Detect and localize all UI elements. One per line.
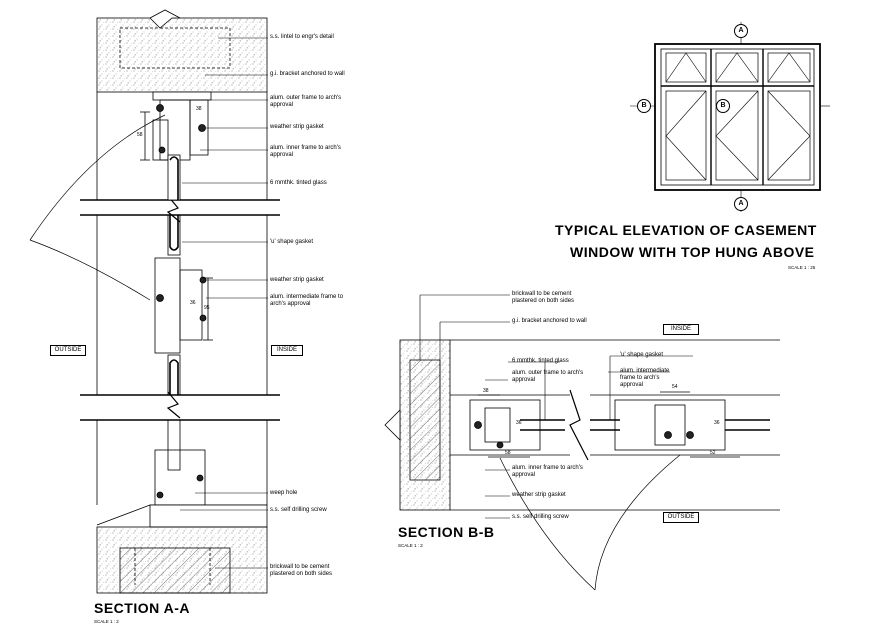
aa-callout-weep-hole: weep hole bbox=[270, 490, 298, 496]
section-b-b-inside-label: INSIDE bbox=[663, 324, 699, 335]
aa-callout-outer-frame: alum. outer frame to arch's approval bbox=[270, 95, 342, 108]
aa-dim-1: 58 bbox=[137, 132, 143, 138]
elevation-scale: SCALE 1 : 25 bbox=[788, 265, 816, 270]
bb-callout-u-gasket: 'u' shape gasket bbox=[620, 352, 663, 358]
bb-callout-tinted-glass: 6 mmthk. tinted glass bbox=[512, 358, 569, 364]
aa-callout-bracket: g.i. bracket anchored to wall bbox=[270, 71, 345, 77]
section-marker-b-right: B bbox=[716, 99, 730, 113]
section-marker-a-top: A bbox=[734, 24, 748, 38]
bb-dim-2: 36 bbox=[516, 420, 522, 426]
section-a-a-inside-label: INSIDE bbox=[271, 345, 303, 356]
aa-callout-tinted-glass: 6 mmthk. tinted glass bbox=[270, 180, 327, 186]
bb-callout-brickwall: brickwall to be cement plastered on both… bbox=[512, 291, 575, 304]
aa-dim-4: 95 bbox=[204, 305, 210, 311]
section-b-b-outside-label: OUTSIDE bbox=[663, 512, 699, 523]
bb-callout-intermediate-frame: alum. intermediate frame to arch's appro… bbox=[620, 368, 670, 388]
bb-callout-bracket: g.i. bracket anchored to wall bbox=[512, 318, 587, 324]
bb-callout-outer-frame: alum. outer frame to arch's approval bbox=[512, 370, 584, 383]
elevation-title-line2: WINDOW WITH TOP HUNG ABOVE bbox=[570, 244, 815, 260]
bb-dim-3: 58 bbox=[505, 450, 511, 456]
aa-callout-weather-gasket-2: weather strip gasket bbox=[270, 277, 324, 283]
bb-dim-6: 52 bbox=[710, 450, 716, 456]
section-b-b-scale: SCALE 1 : 2 bbox=[398, 543, 423, 548]
aa-callout-inner-frame: alum. inner frame to arch's approval bbox=[270, 145, 341, 158]
bb-dim-5: 36 bbox=[714, 420, 720, 426]
bb-callout-inner-frame: alum. inner frame to arch's approval bbox=[512, 465, 583, 478]
bb-callout-screw: s.s. self drilling screw bbox=[512, 514, 569, 520]
bb-callout-weather-gasket: weather strip gasket bbox=[512, 492, 566, 498]
section-marker-b-left: B bbox=[637, 99, 651, 113]
bb-dim-4: 54 bbox=[672, 384, 678, 390]
section-b-b-drawing bbox=[384, 339, 780, 591]
section-a-a-scale: SCALE 1 : 2 bbox=[94, 619, 119, 624]
section-b-b-leaders bbox=[419, 294, 693, 519]
section-a-a-drawing bbox=[29, 9, 280, 594]
aa-callout-lintel: s.s. lintel to engr's detail bbox=[270, 34, 334, 40]
aa-callout-intermediate-frame: alum. intermediate frame to arch's appro… bbox=[270, 294, 344, 307]
elevation-title-line1: TYPICAL ELEVATION OF CASEMENT bbox=[555, 222, 817, 238]
section-b-b-title: SECTION B-B bbox=[398, 524, 495, 540]
aa-callout-weather-gasket-1: weather strip gasket bbox=[270, 124, 324, 130]
aa-dim-2: 38 bbox=[196, 106, 202, 112]
section-marker-a-bottom: A bbox=[734, 197, 748, 211]
elevation-drawing bbox=[630, 22, 830, 212]
aa-dim-3: 36 bbox=[190, 300, 196, 306]
section-a-a-title: SECTION A-A bbox=[94, 600, 190, 616]
aa-callout-screw: s.s. self drilling screw bbox=[270, 507, 327, 513]
bb-dim-1: 38 bbox=[483, 388, 489, 394]
aa-callout-brickwall: brickwall to be cement plastered on both… bbox=[270, 564, 333, 577]
section-a-a-outside-label: OUTSIDE bbox=[50, 345, 86, 356]
section-a-a-leaders bbox=[180, 37, 268, 569]
aa-callout-u-gasket: 'u' shape gasket bbox=[270, 239, 313, 245]
